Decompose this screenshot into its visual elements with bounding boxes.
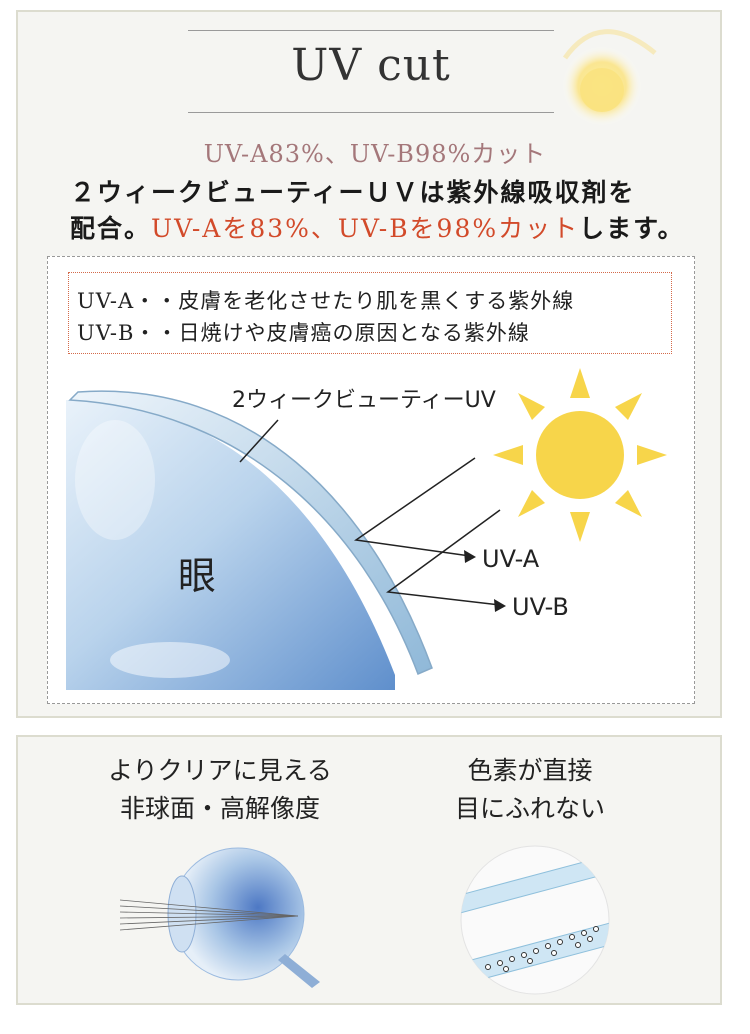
uvb-label: UV-B <box>512 593 569 621</box>
uv-cut-subtitle: UV-A83%、UV-B98%カット <box>203 140 547 168</box>
description: ２ウィークビューティーＵＶは紫外線吸収剤を 配合。UV-Aを83%、UV-Bを9… <box>70 175 690 247</box>
features-panel <box>16 735 722 1005</box>
page-title: UV cut <box>291 40 451 91</box>
uv-definitions-box: UV-A・・皮膚を老化させたり肌を黒くする紫外線 UV-B・・日焼けや皮膚癌の原… <box>68 272 672 354</box>
uva-ray <box>353 457 476 557</box>
uva-label: UV-A <box>482 545 540 573</box>
lens-label: 2ウィークビューティーUV <box>232 388 496 413</box>
description-highlight: UV-Aを83%、UV-Bを98%カット <box>151 214 580 243</box>
description-prefix: 配合。 <box>70 214 152 243</box>
uv-diagram <box>66 368 667 690</box>
eyeball-illustration <box>120 847 320 988</box>
description-suffix: します。 <box>579 214 685 243</box>
uvb-ray <box>386 509 501 606</box>
definition-uvb: UV-B・・日焼けや皮膚癌の原因となる紫外線 <box>77 321 530 345</box>
feature-clear-line-2: 非球面・高解像度 <box>119 794 320 823</box>
title-rule-top <box>188 30 554 31</box>
lens-cross-section-illustration <box>460 845 610 995</box>
feature-clear-line-1: よりクリアに見える <box>108 756 332 785</box>
eye-surface <box>66 400 395 690</box>
feature-pigment-line-1: 色素が直接 <box>467 756 593 785</box>
eye-label: 眼 <box>178 554 217 598</box>
sun-glow-icon <box>562 29 657 126</box>
sun-icon <box>493 368 667 542</box>
description-line-1: ２ウィークビューティーＵＶは紫外線吸収剤を <box>70 178 636 207</box>
feature-pigment: 色素が直接 目にふれない <box>400 752 660 828</box>
title-rule-bottom <box>188 112 554 113</box>
definition-uva: UV-A・・皮膚を老化させたり肌を黒くする紫外線 <box>77 289 575 313</box>
contact-lens <box>68 390 433 675</box>
feature-pigment-line-2: 目にふれない <box>454 794 605 823</box>
feature-clear-vision: よりクリアに見える 非球面・高解像度 <box>70 752 370 828</box>
description-line-2: 配合。UV-Aを83%、UV-Bを98%カットします。 <box>70 211 690 247</box>
